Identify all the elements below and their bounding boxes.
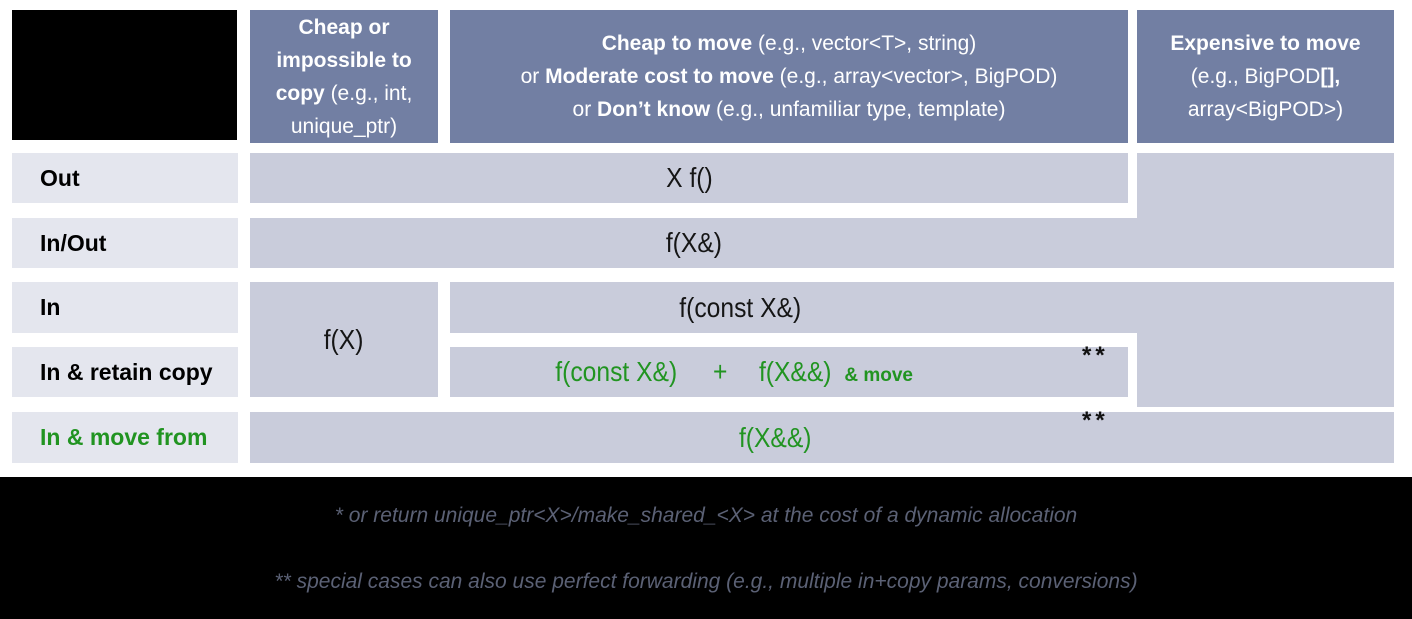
header-col2-line3: or Don’t know (e.g., unfamiliar type, te… xyxy=(573,93,1006,126)
cell-in-retain-copy: f(const X&) + f(X&&) & move xyxy=(450,347,1128,397)
row-label-retain-text: In & retain copy xyxy=(40,358,213,385)
header-col2-line1: Cheap to move (e.g., vector<T>, string) xyxy=(602,27,977,60)
row-label-out-text: Out xyxy=(40,164,80,191)
merged-cell-expensive-in-retain xyxy=(1137,282,1394,407)
cell-retain-const-ref-text: f(const X&) xyxy=(555,356,678,387)
cell-out-text: X f() xyxy=(665,162,713,193)
header-col3-line1: Expensive to move xyxy=(1170,27,1360,60)
row-label-inout-text: In/Out xyxy=(40,229,107,256)
header-col2-line1-bold: Cheap to move xyxy=(601,32,753,55)
header-col3-line3: array<BigPOD>) xyxy=(1187,98,1344,121)
cell-in-by-value-text: f(X) xyxy=(324,323,364,355)
header-col2-line2-bold: Moderate cost to move xyxy=(545,65,774,88)
footnote-band: * or return unique_ptr<X>/make_shared_<X… xyxy=(0,477,1412,619)
header-expensive-to-move: Expensive to move (e.g., BigPOD[], array… xyxy=(1137,10,1394,143)
header-col2-line2-rest: (e.g., array<vector>, BigPOD) xyxy=(773,65,1058,88)
cell-in-move-from: f(X&&) xyxy=(250,412,1394,463)
row-label-in-text: In xyxy=(40,294,61,320)
corner-block xyxy=(12,10,237,140)
cell-retain-group: f(const X&) + f(X&&) & move xyxy=(547,356,913,388)
row-label-out: Out xyxy=(12,153,238,203)
header-col2-line1-rest: (e.g., vector<T>, string) xyxy=(752,32,977,55)
header-col2-line2-pre: or xyxy=(520,65,546,88)
cell-retain-rvalue-text: f(X&&) xyxy=(758,356,832,387)
double-asterisk-note-retain: ** xyxy=(1082,342,1109,369)
cell-in-by-value: f(X) xyxy=(250,282,438,397)
row-label-in-retain-copy: In & retain copy xyxy=(12,347,238,397)
header-col1-rest: (e.g., int, unique_ptr) xyxy=(290,81,413,138)
plus-sign: + xyxy=(712,356,727,387)
footnote-dynamic-allocation: * or return unique_ptr<X>/make_shared_<X… xyxy=(334,504,1078,527)
header-col3-line2-pre: (e.g., BigPOD xyxy=(1190,65,1321,88)
row-label-in: In xyxy=(12,282,238,333)
header-col2-line3-pre: or xyxy=(572,98,598,121)
cell-move-text: f(X&&) xyxy=(738,421,812,453)
row-label-inout: In/Out xyxy=(12,218,238,268)
footnote-perfect-forwarding: ** special cases can also use perfect fo… xyxy=(274,570,1138,593)
row-label-in-move-from: In & move from xyxy=(12,412,238,463)
cell-in-const-ref: f(const X&) xyxy=(450,282,1137,333)
header-col2-line3-rest: (e.g., unfamiliar type, template) xyxy=(710,98,1006,121)
cell-out: X f() xyxy=(250,153,1128,203)
header-col3-bold: Expensive to move xyxy=(1170,32,1361,55)
header-cheap-or-impossible-to-copy: Cheap or impossible to copy (e.g., int, … xyxy=(250,10,438,143)
header-col3-line2: (e.g., BigPOD[], xyxy=(1191,60,1340,93)
header-col3-line3: array<BigPOD>) xyxy=(1188,93,1343,126)
header-col2-line2: or Moderate cost to move (e.g., array<ve… xyxy=(521,60,1058,93)
header-col1-text: Cheap or impossible to copy (e.g., int, … xyxy=(256,11,432,143)
double-asterisk-note-move: ** xyxy=(1082,407,1109,434)
cell-retain-and-move-text: & move xyxy=(844,365,913,386)
cell-in-const-ref-text: f(const X&) xyxy=(679,291,801,323)
header-cheap-to-move: Cheap to move (e.g., vector<T>, string) … xyxy=(450,10,1128,143)
cell-retain-rvalue-wrap: f(X&&) & move xyxy=(754,356,913,388)
header-col2-line3-bold: Don’t know xyxy=(597,98,711,121)
row-label-move-text: In & move from xyxy=(40,424,208,450)
header-col3-line2-bold: [], xyxy=(1320,65,1341,88)
header-col1-bold: Cheap or impossible to copy xyxy=(275,15,412,105)
cell-inout: f(X&) xyxy=(250,218,1137,268)
cell-inout-text: f(X&) xyxy=(665,227,722,258)
merged-cell-expensive-out-inout xyxy=(1137,153,1394,268)
